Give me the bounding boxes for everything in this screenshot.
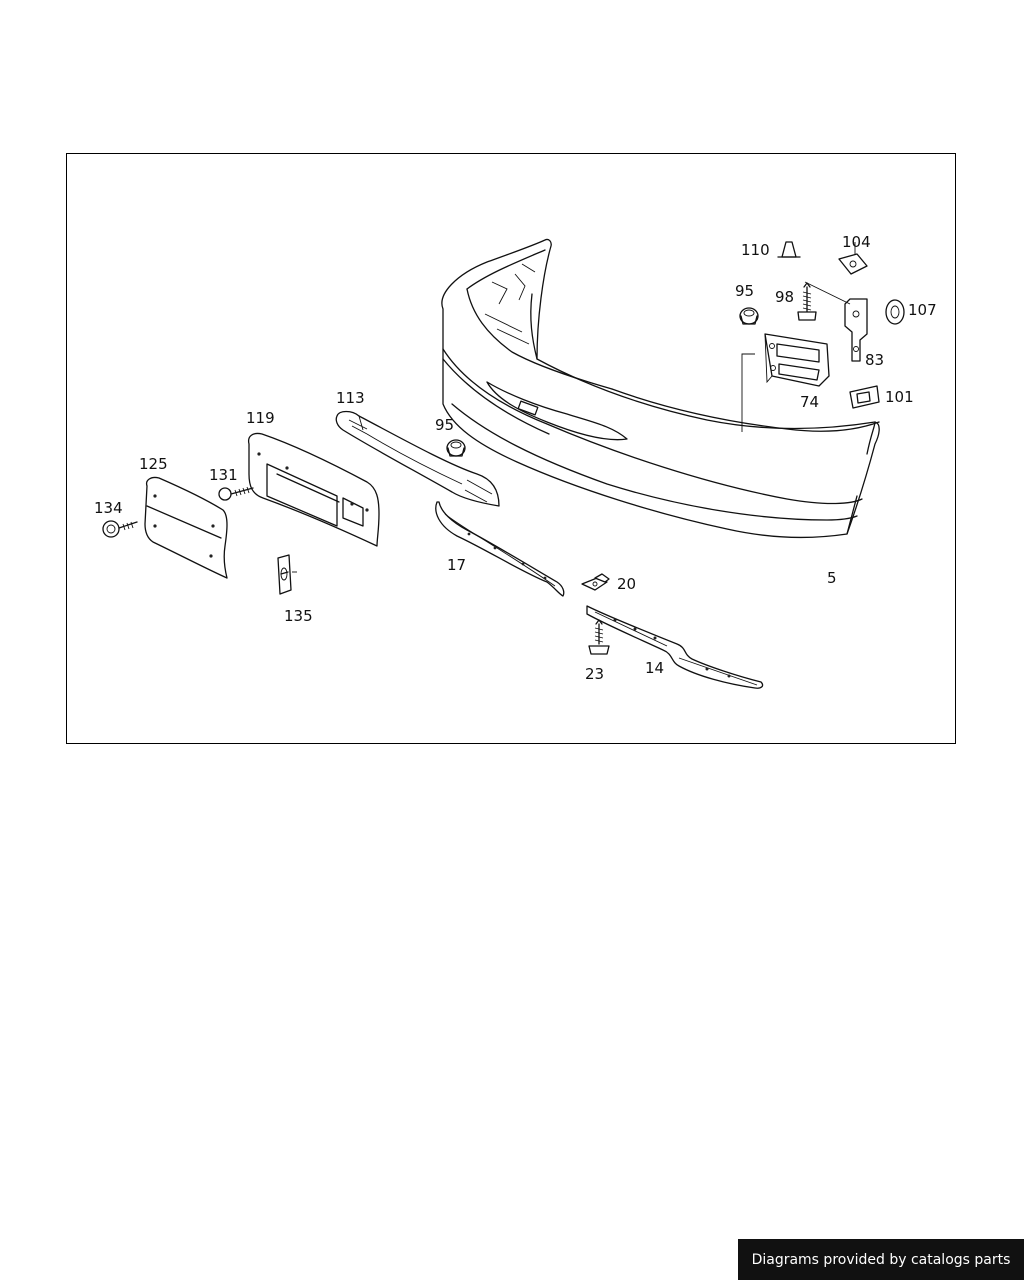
part-upper-trim-strip[interactable] — [435, 501, 565, 597]
label-grille-insert: 113 — [336, 389, 365, 407]
label-grommet-lower: 95 — [435, 416, 454, 434]
label-spreader-nut: 107 — [908, 301, 937, 319]
part-labels: 5 14 17 20 23 74 83 95 95 98 101 104 107… — [94, 233, 937, 683]
label-screw: 98 — [775, 288, 794, 306]
part-spring-nut[interactable] — [838, 242, 868, 275]
label-license-plate-base: 119 — [246, 409, 275, 427]
label-plate-screw: 131 — [209, 466, 238, 484]
label-holder: 83 — [865, 351, 884, 369]
part-bumper-cover[interactable] — [441, 238, 880, 539]
part-license-plate-base[interactable] — [247, 432, 380, 547]
label-clip: 101 — [885, 388, 914, 406]
part-mounting-bracket[interactable] — [764, 333, 830, 387]
part-holder[interactable] — [804, 281, 868, 362]
label-license-plate-holder: 125 — [139, 455, 168, 473]
part-screw[interactable] — [797, 282, 817, 321]
part-grommet-lower[interactable] — [446, 439, 466, 457]
part-expanding-rivet[interactable] — [777, 241, 801, 258]
part-grommet-upper[interactable] — [739, 307, 759, 325]
footer-credit: Diagrams provided by catalogs parts — [738, 1239, 1024, 1280]
label-clip-nut: 20 — [617, 575, 636, 593]
label-tapping-screw: 23 — [585, 665, 604, 683]
label-bumper-cover: 5 — [827, 569, 837, 587]
label-upper-trim-strip: 17 — [447, 556, 466, 574]
part-holder-screw[interactable] — [102, 520, 138, 538]
diagram-frame: 5 14 17 20 23 74 83 95 95 98 101 104 107… — [66, 153, 956, 744]
part-clip-nut[interactable] — [581, 573, 610, 591]
part-plate-screw[interactable] — [218, 486, 254, 501]
part-clip[interactable] — [849, 385, 880, 409]
label-plate-clip: 135 — [284, 607, 313, 625]
part-tapping-screw[interactable] — [588, 619, 610, 655]
part-spreader-nut[interactable] — [885, 299, 905, 325]
part-license-plate-holder[interactable] — [144, 476, 228, 579]
label-grommet-upper: 95 — [735, 282, 754, 300]
part-lower-trim-strip[interactable] — [586, 605, 764, 689]
label-spring-nut: 104 — [842, 233, 871, 251]
part-plate-clip[interactable] — [277, 554, 297, 595]
exploded-parts-diagram: 5 14 17 20 23 74 83 95 95 98 101 104 107… — [94, 233, 937, 689]
label-holder-screw: 134 — [94, 499, 123, 517]
label-expanding-rivet: 110 — [741, 241, 770, 259]
part-grille-insert[interactable] — [335, 410, 500, 507]
label-lower-trim-strip: 14 — [645, 659, 664, 677]
label-mounting-bracket: 74 — [800, 393, 819, 411]
